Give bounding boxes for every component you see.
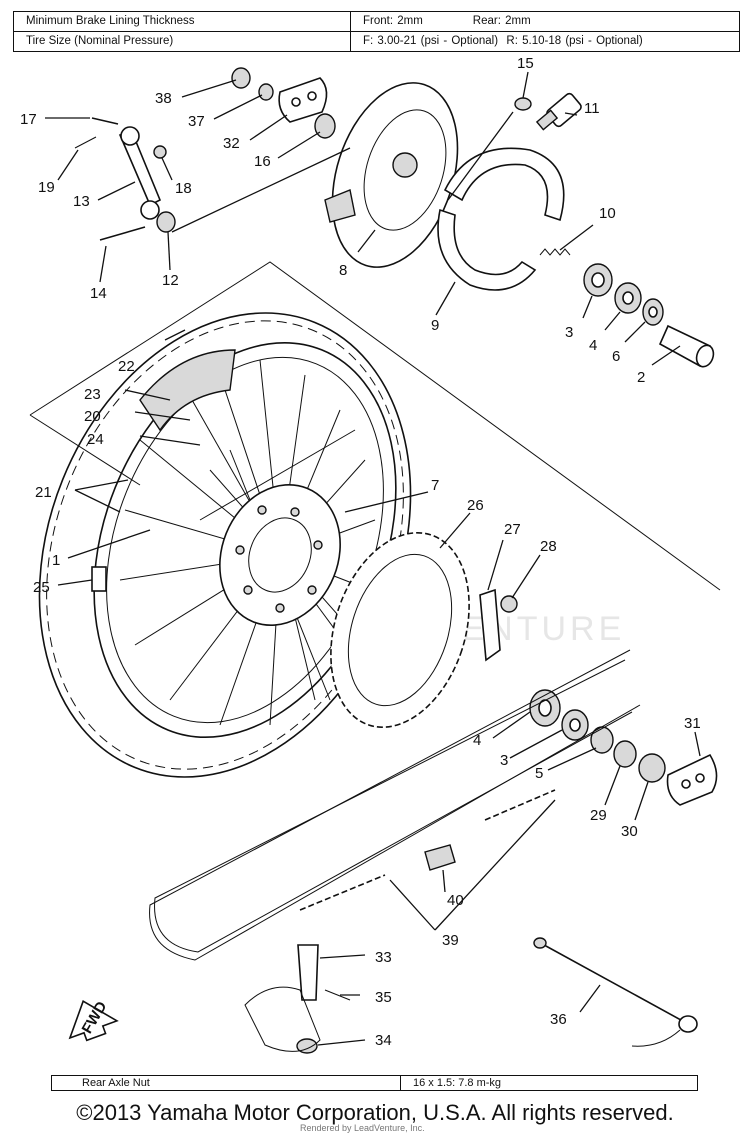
brake-plate [324, 82, 459, 268]
callout-33: 33 [375, 949, 392, 966]
axle-nut-33 [297, 944, 319, 1001]
valve-cap [91, 566, 107, 592]
callout-13: 13 [73, 193, 90, 210]
callout-21: 21 [35, 484, 52, 501]
washer-37 [258, 83, 274, 101]
footer-row-axle-nut: Rear Axle Nut 16 x 1.5: 7.8 m-kg [51, 1075, 698, 1091]
callout-38: 38 [155, 90, 172, 107]
callout-3-lower: 3 [500, 752, 508, 769]
callout-9: 9 [431, 317, 439, 334]
chain-puller-left [118, 126, 162, 220]
leader-lines [45, 71, 701, 1046]
assembly-boundary-line-2 [29, 414, 141, 486]
cotter-pin-35 [324, 989, 351, 1001]
nut-28 [500, 595, 518, 613]
callout-36: 36 [550, 1011, 567, 1028]
callout-35: 35 [375, 989, 392, 1006]
callout-34: 34 [375, 1032, 392, 1049]
callout-39: 39 [442, 932, 459, 949]
rear-axle [533, 937, 698, 1047]
render-note: Rendered by LeadVenture, Inc. [300, 1123, 425, 1133]
nut-38 [231, 67, 251, 89]
callout-17: 17 [20, 111, 37, 128]
washer-15 [514, 97, 532, 111]
callout-11: 11 [584, 100, 600, 117]
fwd-arrow-icon: FWD [68, 998, 119, 1042]
rear-sprocket [330, 531, 470, 729]
hub-center [248, 517, 312, 593]
callout-23: 23 [84, 386, 101, 403]
callout-27: 27 [504, 521, 521, 538]
callout-40: 40 [447, 892, 464, 909]
copyright-text: ©2013 Yamaha Motor Corporation, U.S.A. A… [76, 1100, 674, 1125]
footer-label-axle-nut: Rear Axle Nut [51, 1075, 401, 1091]
callout-25: 25 [33, 579, 50, 596]
callout-6: 6 [612, 348, 620, 365]
chain-segment-upper [484, 789, 556, 821]
collar-30 [638, 753, 666, 783]
callout-3-upper: 3 [565, 324, 573, 341]
callout-18: 18 [175, 180, 192, 197]
washer-18 [153, 145, 167, 159]
washer-34 [296, 1038, 318, 1054]
drive-chain-loop [149, 649, 641, 961]
spec-table: Minimum Brake Lining Thickness Front: 2m… [13, 11, 740, 52]
nut-12 [156, 211, 176, 233]
callout-10: 10 [599, 205, 616, 222]
spec-label-tire-size: Tire Size (Nominal Pressure) [13, 31, 351, 52]
rear-wheel-assembly [38, 312, 412, 778]
callout-numbers: 38 37 32 16 17 19 13 18 14 12 8 9 10 11 … [20, 55, 701, 1049]
callout-19: 19 [38, 179, 55, 196]
callout-2: 2 [637, 369, 645, 386]
callout-20: 20 [84, 408, 101, 425]
callout-14: 14 [90, 285, 107, 302]
callout-24: 24 [87, 431, 104, 448]
spacer-2 [658, 324, 715, 368]
hub-holes [235, 505, 323, 613]
callout-29: 29 [590, 807, 607, 824]
master-link-40 [424, 844, 456, 871]
rim-band [139, 349, 236, 432]
callout-5: 5 [535, 765, 543, 782]
callout-16: 16 [254, 153, 271, 170]
footer-value-axle-nut: 16 x 1.5: 7.8 m-kg [400, 1075, 698, 1091]
callout-22: 22 [118, 358, 135, 375]
brake-spring [539, 248, 571, 256]
spec-values-tire-size: F: 3.00-21 (psi - Optional) R: 5.10-18 (… [350, 31, 740, 52]
callout-37: 37 [188, 113, 205, 130]
bolt-14 [99, 226, 146, 241]
drive-chain-loop-inner [154, 659, 633, 953]
brake-camshaft [535, 92, 582, 131]
callout-26: 26 [467, 497, 484, 514]
chain-puller-31 [666, 753, 718, 806]
callout-31: 31 [684, 715, 701, 732]
cotter-pin-19 [74, 136, 97, 149]
assembly-boundary-line [29, 261, 721, 591]
brake-shoes [437, 147, 565, 291]
bolt-17 [91, 117, 119, 125]
callout-1: 1 [52, 552, 60, 569]
callout-30: 30 [621, 823, 638, 840]
swingarm-end-sketch [244, 986, 321, 1052]
callout-8: 8 [339, 262, 347, 279]
spec-front-tire-size: F: 3.00-21 (psi - Optional) [363, 35, 499, 47]
chain-segment-lower [299, 874, 386, 911]
callout-4-lower: 4 [473, 732, 481, 749]
footer-spec-table: Rear Axle Nut 16 x 1.5: 7.8 m-kg [51, 1075, 698, 1091]
lock-washer-27 [479, 588, 501, 662]
chain-puller-32 [278, 77, 328, 123]
callout-28: 28 [540, 538, 557, 555]
spec-front-brake-lining: Front: 2mm [363, 15, 423, 27]
callout-15: 15 [517, 55, 534, 72]
spec-rear-brake-lining: Rear: 2mm [472, 15, 531, 27]
collar-16 [314, 113, 336, 139]
callout-12: 12 [162, 272, 179, 289]
spec-rear-tire-size: R: 5.10-18 (psi - Optional) [506, 35, 643, 47]
callout-7: 7 [431, 477, 439, 494]
callout-4-upper: 4 [589, 337, 597, 354]
spacer-29 [613, 740, 637, 768]
callout-32: 32 [223, 135, 240, 152]
spec-row-tire-size: Tire Size (Nominal Pressure) F: 3.00-21 … [13, 31, 740, 52]
